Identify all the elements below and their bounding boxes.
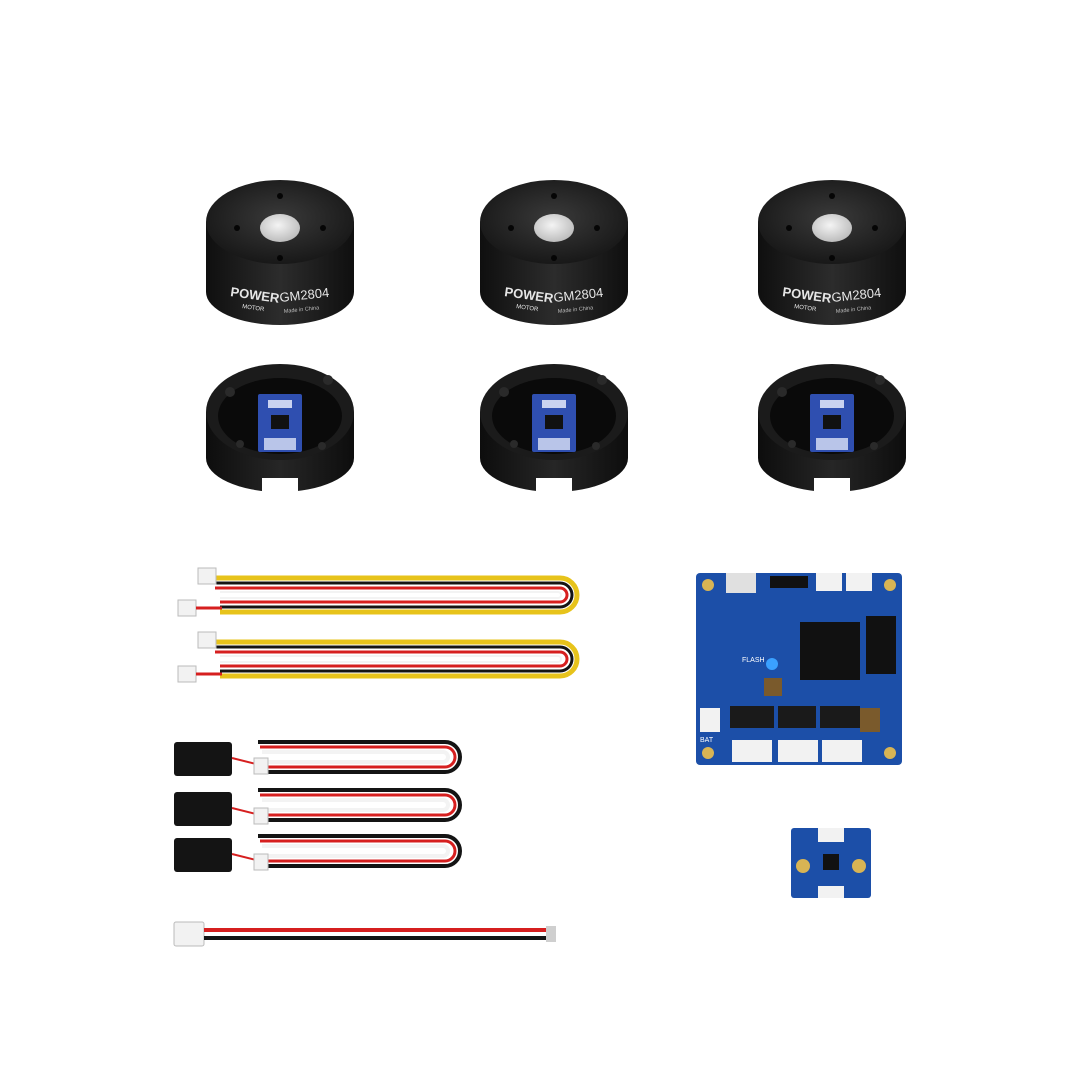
motor-brand-top: POWER xyxy=(504,284,555,306)
power-connector xyxy=(173,921,205,947)
jst-connector xyxy=(253,757,269,775)
motor-brand-bottom: MOTOR xyxy=(242,304,266,313)
servo-connector xyxy=(174,792,232,826)
controller-board: FLASH BAT xyxy=(696,573,902,765)
servo-cable-2 xyxy=(174,788,462,826)
motor-made-in: Made in China xyxy=(284,305,321,315)
motor-2: POWER MOTOR GM2804 Made in China xyxy=(480,180,628,325)
motor-1: POWER MOTOR GM2804 Made in China xyxy=(206,180,354,325)
motor-made-in: Made in China xyxy=(836,305,873,315)
board-label-flash: FLASH xyxy=(742,657,765,664)
motor-brand-bottom: MOTOR xyxy=(794,304,818,313)
motor-shaft-cap xyxy=(260,214,300,242)
servo-connector xyxy=(174,838,232,872)
jst-connector xyxy=(197,567,217,585)
board-label-bat: BAT xyxy=(700,737,714,744)
motor-model: GM2804 xyxy=(279,285,330,305)
imu-board xyxy=(791,828,871,898)
motor-model: GM2804 xyxy=(553,285,604,305)
pin-header xyxy=(770,576,808,588)
servo-cable-3 xyxy=(174,834,462,872)
jst-connector xyxy=(253,853,269,871)
motor-brand-top: POWER xyxy=(230,284,281,306)
encoder-housing-1 xyxy=(206,364,354,492)
servo-connector xyxy=(174,742,232,776)
imu-connector xyxy=(818,886,844,898)
long-cable-1 xyxy=(177,567,580,617)
jst-connector xyxy=(253,807,269,825)
imu-chip xyxy=(823,854,839,870)
servo-port xyxy=(778,740,818,762)
pin-header-right xyxy=(866,616,896,674)
motor-made-in: Made in China xyxy=(558,305,595,315)
long-cable-2 xyxy=(177,631,580,683)
motor-3: POWER MOTOR GM2804 Made in China xyxy=(758,180,906,325)
motor-row: POWER MOTOR GM2804 Made in China POWER M… xyxy=(206,180,906,325)
usb-port xyxy=(726,573,756,593)
power-lead xyxy=(173,921,556,947)
jst-connector xyxy=(197,631,217,649)
jst-connector xyxy=(177,599,197,617)
encoder-row xyxy=(206,364,906,492)
motor-brand-bottom: MOTOR xyxy=(516,304,540,313)
motor-shaft-cap xyxy=(534,214,574,242)
motor-model: GM2804 xyxy=(831,285,882,305)
jst-connector xyxy=(177,665,197,683)
encoder-housing-3 xyxy=(758,364,906,492)
mcu-chip xyxy=(800,622,860,680)
servo-port xyxy=(732,740,772,762)
servo-port xyxy=(822,740,862,762)
motor-shaft-cap xyxy=(812,214,852,242)
encoder-housing-2 xyxy=(480,364,628,492)
motor-brand-top: POWER xyxy=(782,284,833,306)
imu-connector xyxy=(818,828,844,842)
servo-cable-1 xyxy=(174,740,462,776)
